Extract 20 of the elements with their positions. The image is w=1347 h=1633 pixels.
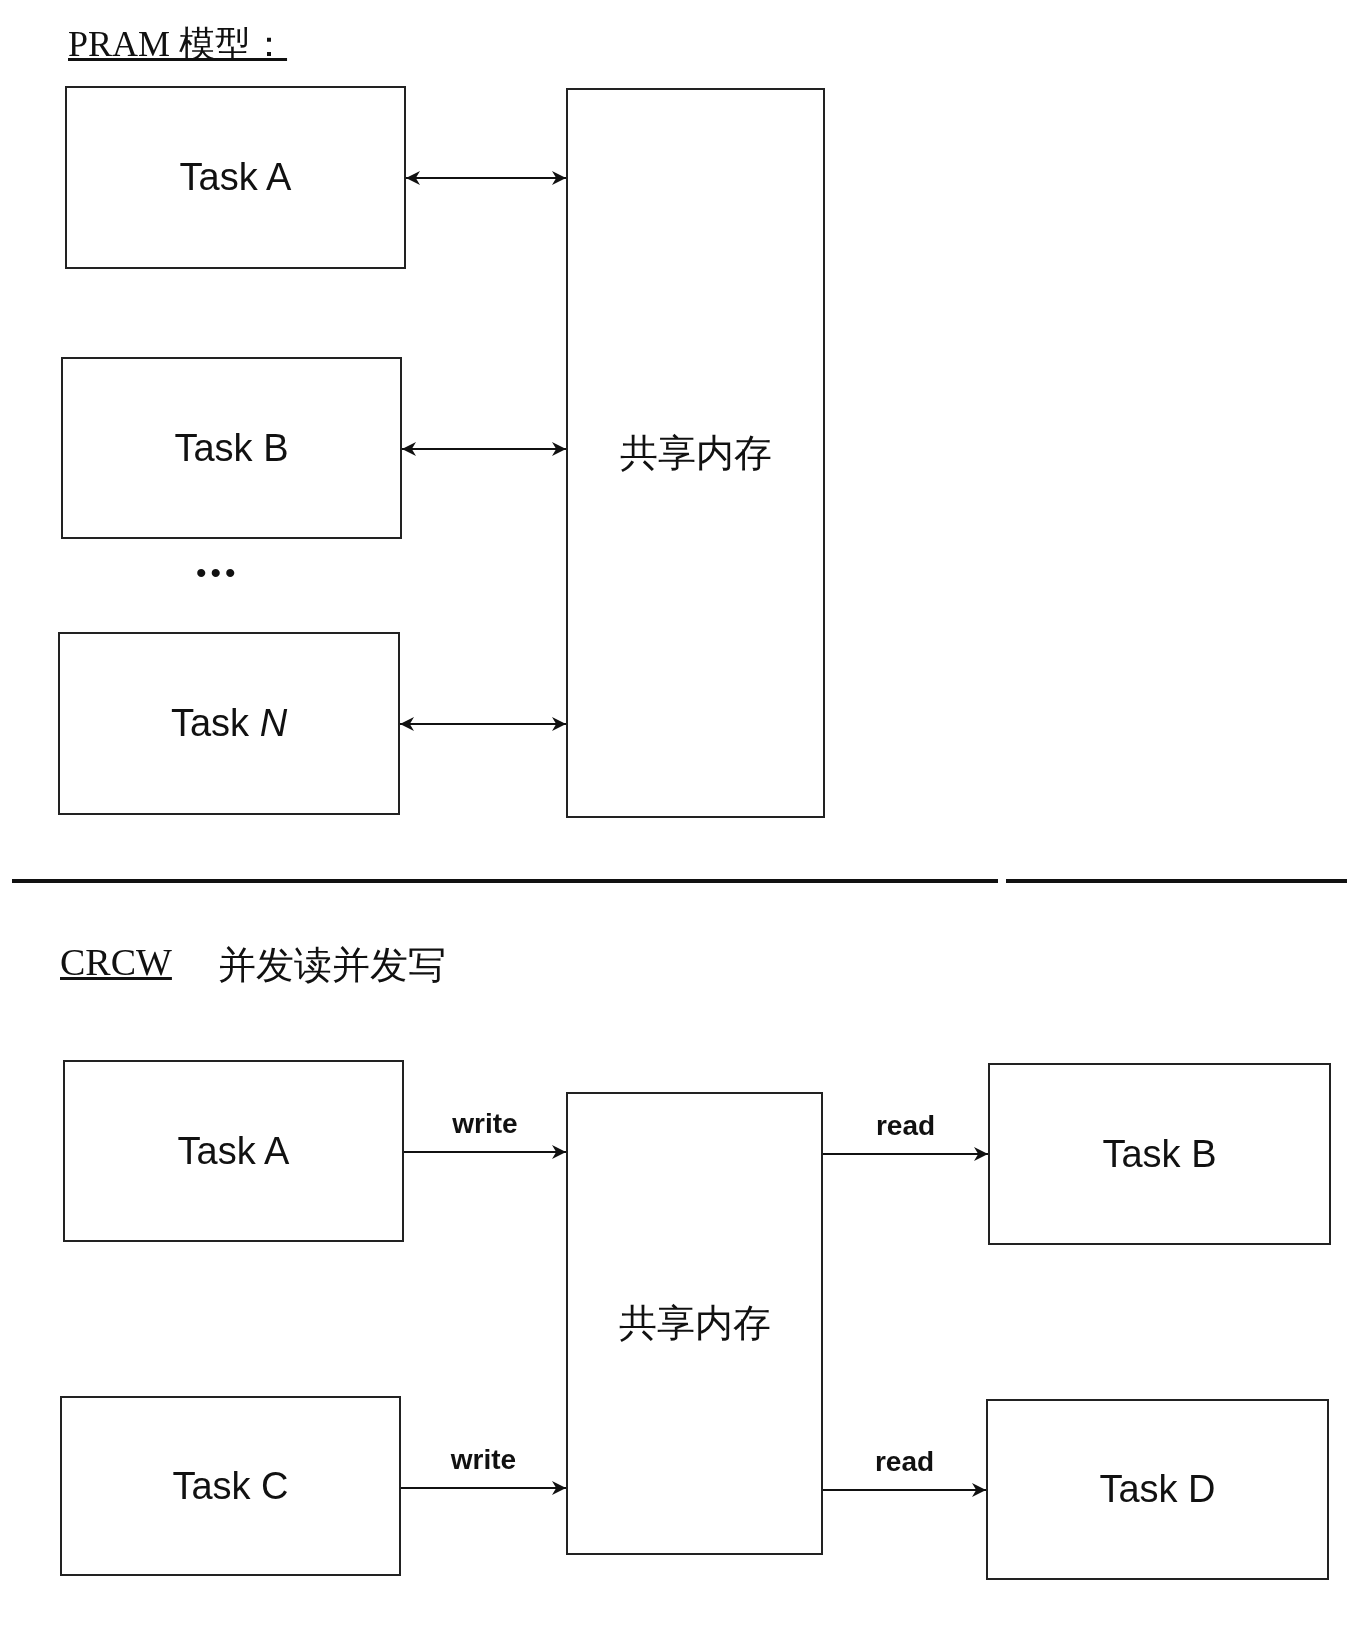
arrow (401, 442, 567, 456)
ellipsis-dots: ••• (196, 556, 240, 590)
arrow (403, 1145, 567, 1159)
arrow (400, 1481, 567, 1495)
memory-box: 共享内存 (566, 1092, 823, 1555)
task-box: Task A (63, 1060, 404, 1242)
arrow (822, 1483, 987, 1497)
arrow (399, 717, 567, 731)
arrow (822, 1147, 989, 1161)
task-box: Task D (986, 1399, 1329, 1580)
section-description: 并发读并发写 (218, 943, 446, 988)
task-box: Task A (65, 86, 406, 269)
arrow (405, 171, 567, 185)
section-heading: CRCW (60, 940, 172, 984)
task-box: Task B (61, 357, 402, 539)
task-box: Task N (58, 632, 400, 815)
task-box: Task B (988, 1063, 1331, 1245)
title: PRAM 模型： (68, 23, 288, 66)
memory-box: 共享内存 (566, 88, 825, 818)
task-box: Task C (60, 1396, 401, 1576)
